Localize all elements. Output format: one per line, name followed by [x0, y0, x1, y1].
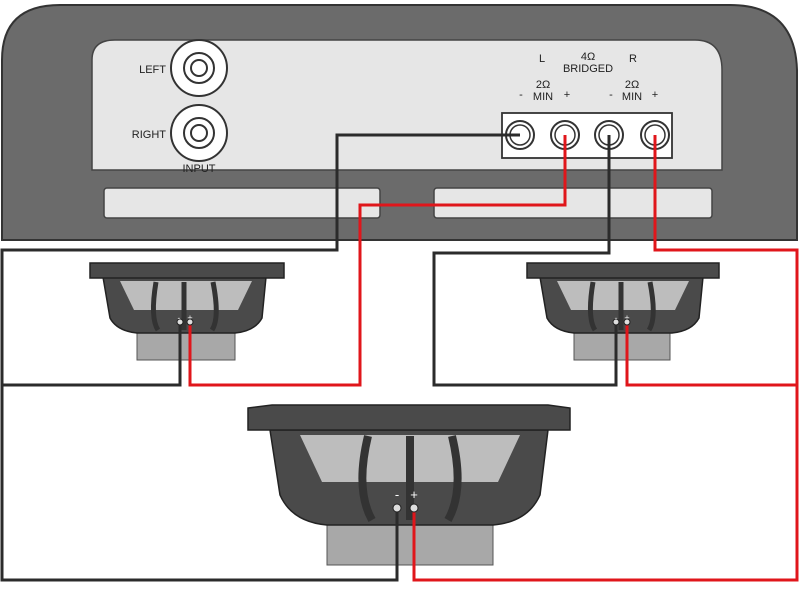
wire-positive-left-speaker — [188, 135, 567, 387]
output-l-label: L — [539, 53, 545, 65]
output-right-min-ohms: 2Ω — [625, 79, 639, 91]
speaker-center: - + — [247, 404, 571, 566]
output-l-minus-sign: - — [519, 89, 523, 101]
wire-positive-right-speaker — [625, 322, 797, 387]
speaker-right: - + — [526, 262, 720, 361]
output-r-minus-sign: - — [609, 89, 613, 101]
speaker-left-magnet — [136, 332, 236, 361]
speaker-center-frame — [247, 404, 571, 431]
output-bridged-ohms: 4Ω — [581, 51, 595, 63]
speaker-right-plus-sign: + — [624, 313, 629, 323]
speaker-center-plus-sign: + — [410, 487, 418, 502]
speaker-terminals — [176, 318, 631, 513]
speaker-center-magnet — [326, 524, 494, 566]
speaker-left-spokes — [150, 281, 219, 332]
speaker-center-minus-sign: - — [395, 487, 399, 502]
wires — [0, 133, 799, 582]
wire-positive-main — [412, 135, 799, 582]
output-left-min-label: MIN — [533, 91, 553, 103]
output-r-plus-sign: + — [652, 89, 658, 101]
speaker-left-minus-sign: - — [178, 313, 181, 323]
speaker-right-frame — [526, 262, 720, 279]
input-label: INPUT — [183, 163, 216, 175]
input-left-label: LEFT — [139, 64, 166, 76]
amplifier-vent-left — [103, 187, 381, 219]
wire-negative-main — [0, 133, 520, 582]
speaker-right-spokes — [587, 281, 656, 332]
speaker-left: - + — [89, 262, 285, 361]
speaker-left-plus-sign: + — [187, 313, 192, 323]
output-r-label: R — [629, 53, 637, 65]
output-bridged-label: BRIDGED — [563, 63, 613, 75]
wire-negative-right-speaker — [432, 135, 618, 387]
output-l-plus-sign: + — [564, 89, 570, 101]
input-right-label: RIGHT — [132, 129, 167, 141]
speaker-right-magnet — [573, 332, 671, 361]
output-left-min-ohms: 2Ω — [536, 79, 550, 91]
output-right-min-label: MIN — [622, 91, 642, 103]
rca-right-jack — [170, 104, 228, 162]
speaker-right-minus-sign: - — [615, 313, 618, 323]
rca-left-jack — [170, 39, 228, 97]
speaker-left-frame — [89, 262, 285, 279]
wire-negative-left-speaker — [2, 322, 182, 387]
amplifier-vent-right — [433, 187, 713, 219]
